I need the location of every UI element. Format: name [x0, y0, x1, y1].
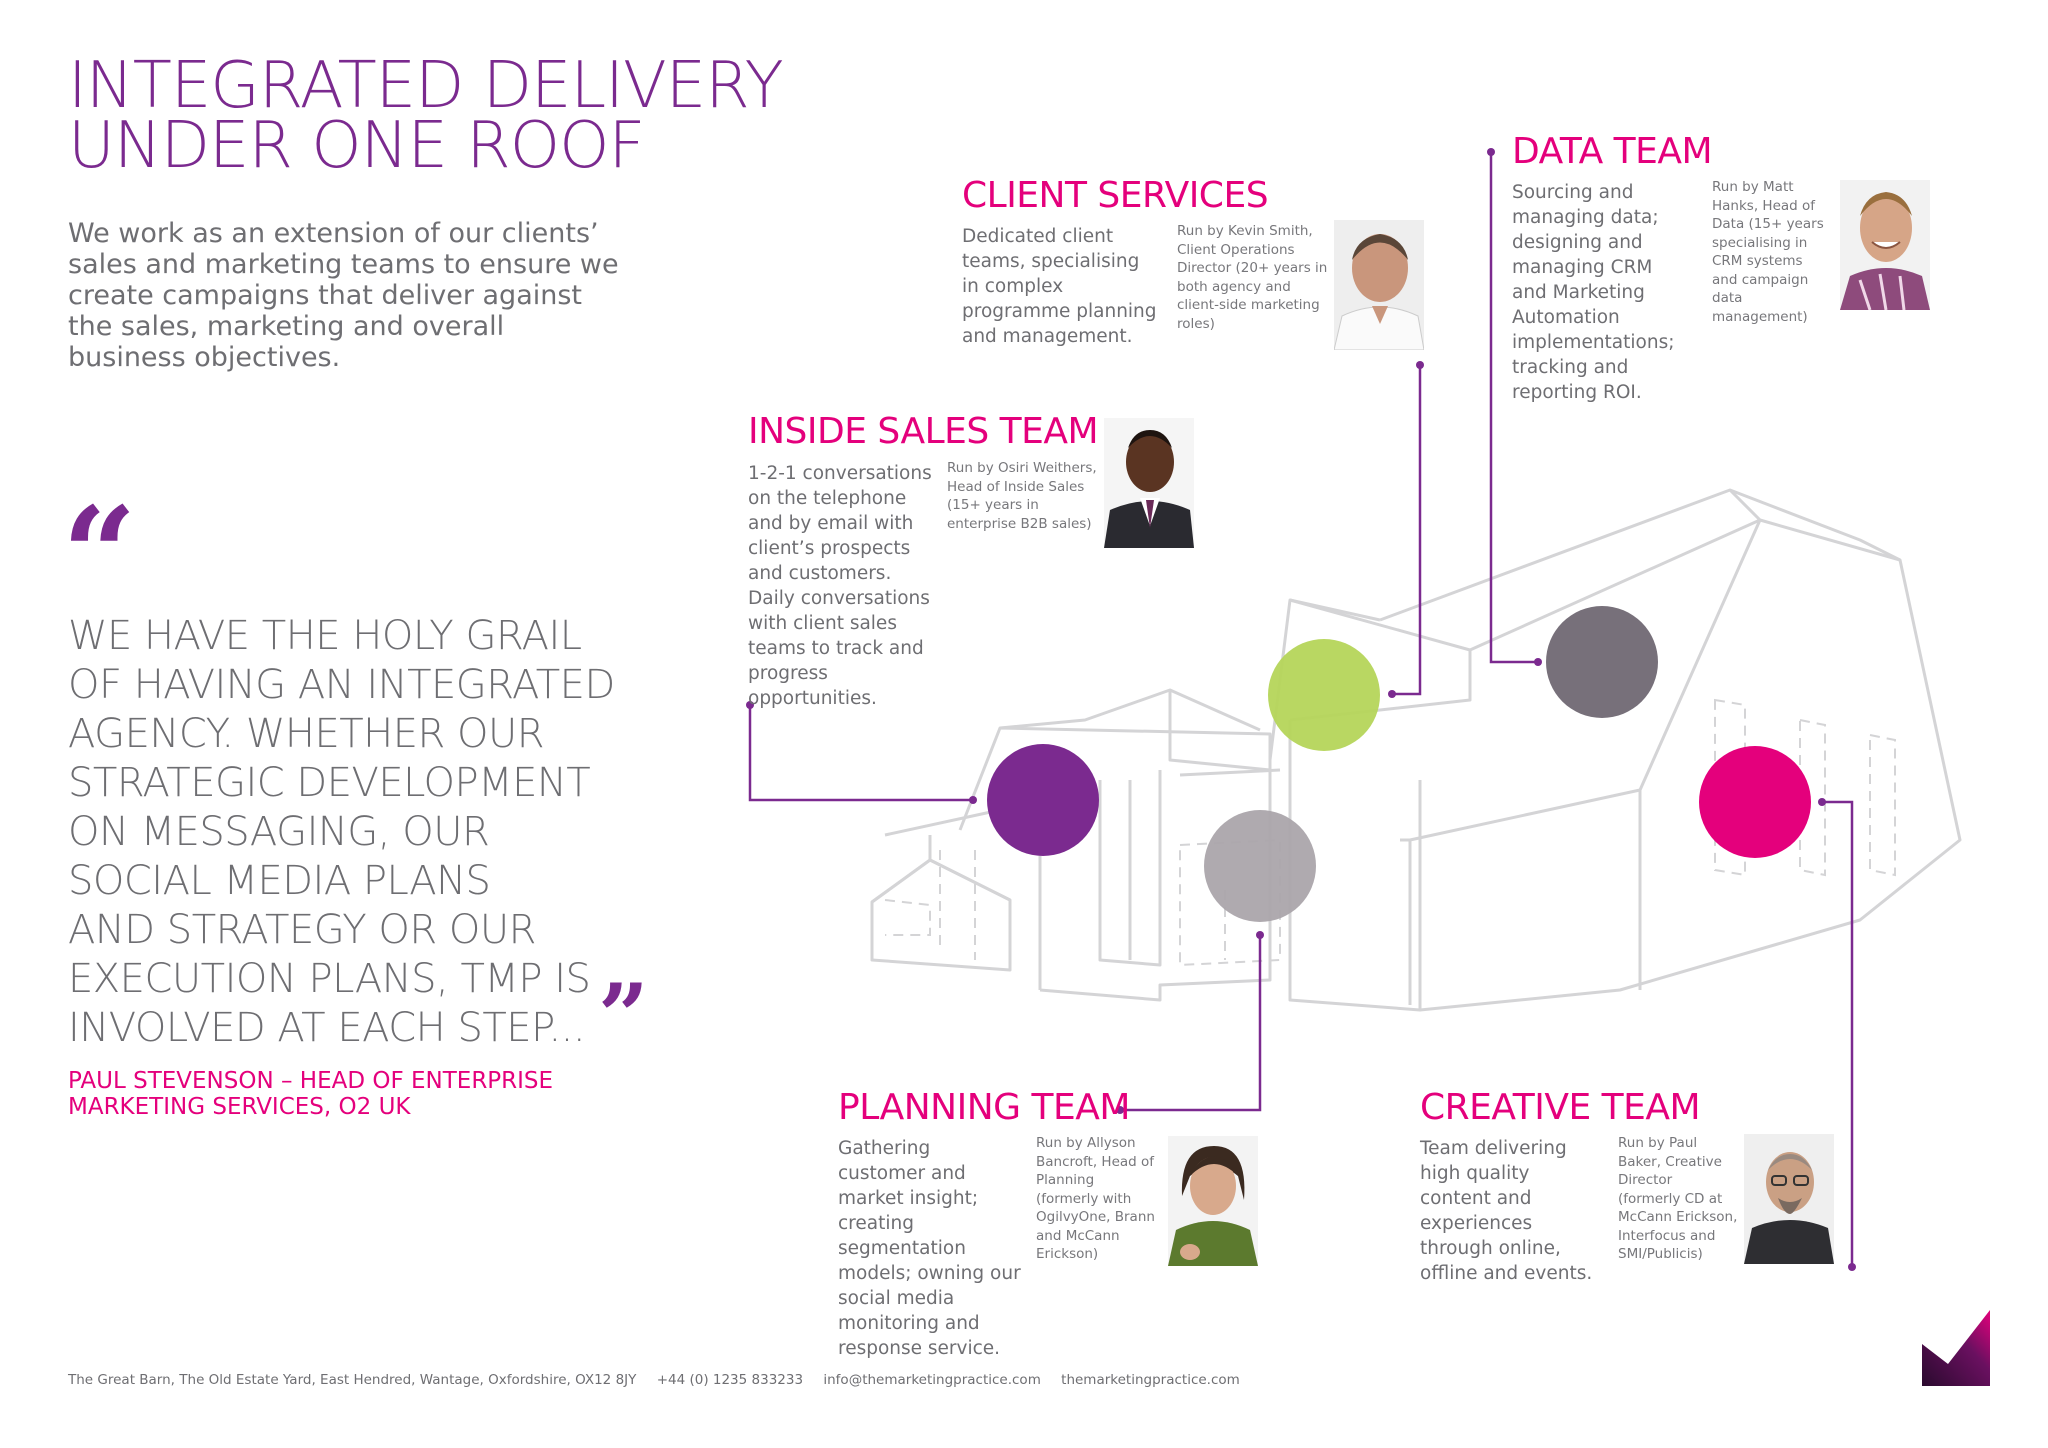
creative-team-circle: [1699, 746, 1811, 858]
open-quote-mark: “: [62, 478, 137, 631]
data-team-circle: [1546, 606, 1658, 718]
quote-line: ON MESSAGING, OUR: [68, 809, 490, 855]
data-team-description: Sourcing and managing data; designing an…: [1512, 182, 1675, 403]
connector-lines: [748, 152, 1854, 1267]
footer-website-link[interactable]: themarketingpractice.com: [1061, 1372, 1240, 1388]
testimonial-quote: WE HAVE THE HOLY GRAIL OF HAVING AN INTE…: [68, 612, 628, 1053]
quote-attribution: PAUL STEVENSON – HEAD OF ENTERPRISE MARK…: [68, 1068, 588, 1120]
quote-line: EXECUTION PLANS, TMP IS: [68, 956, 591, 1002]
house-dashed-details: [884, 698, 1896, 967]
house-outline: [870, 488, 1962, 1012]
planning-team-circle: [1204, 810, 1316, 922]
data-team-title: DATA TEAM: [1512, 131, 1713, 172]
page-title-line-1: INTEGRATED DELIVERY: [68, 49, 784, 123]
matt-hanks-photo: [1840, 180, 1930, 310]
intro-paragraph: We work as an extension of our clients’ …: [68, 218, 619, 373]
kevin-smith-photo: [1334, 220, 1424, 350]
person-portrait-icon: [1168, 1136, 1258, 1266]
planning-team-run-by: Run by Allyson Bancroft, Head of Plannin…: [1036, 1135, 1155, 1262]
attribution-line: PAUL STEVENSON – HEAD OF ENTERPRISE: [68, 1068, 554, 1094]
inside-sales-run-by: Run by Osiri Weithers, Head of Inside Sa…: [947, 460, 1097, 532]
quote-line: OF HAVING AN INTEGRATED: [68, 662, 615, 708]
person-portrait-icon: [1334, 220, 1424, 350]
quote-line: INVOLVED AT EACH STEP...: [68, 1005, 586, 1051]
page-title-line-2: UNDER ONE ROOF: [68, 109, 645, 183]
osiri-weithers-photo: [1104, 418, 1194, 548]
quote-line: AND STRATEGY OR OUR: [68, 907, 536, 953]
inside-sales-title: INSIDE SALES TEAM: [748, 411, 1099, 452]
person-portrait-icon: [1744, 1134, 1834, 1264]
client-services-run-by: Run by Kevin Smith, Client Operations Di…: [1177, 223, 1328, 332]
page-title: INTEGRATED DELIVERY UNDER ONE ROOF: [68, 49, 828, 183]
quote-line: STRATEGIC DEVELOPMENT: [68, 760, 591, 806]
planning-team-title: PLANNING TEAM: [838, 1087, 1130, 1128]
attribution-line: MARKETING SERVICES, O2 UK: [68, 1094, 411, 1120]
footer-email-link[interactable]: info@themarketingpractice.com: [823, 1372, 1041, 1388]
quote-line: SOCIAL MEDIA PLANS: [68, 858, 491, 904]
planning-team-description: Gathering customer and market insight; c…: [838, 1138, 1021, 1359]
creative-team-description: Team delivering high quality content and…: [1420, 1138, 1593, 1284]
data-team-run-by: Run by Matt Hanks, Head of Data (15+ yea…: [1712, 179, 1824, 325]
footer-phone: +44 (0) 1235 833233: [656, 1372, 804, 1388]
quote-line: AGENCY. WHETHER OUR: [68, 711, 545, 757]
close-quote-mark: ”: [598, 964, 649, 1068]
client-services-title: CLIENT SERVICES: [962, 175, 1269, 216]
quote-line: WE HAVE THE HOLY GRAIL: [68, 613, 582, 659]
connector-dots: [746, 148, 1856, 1271]
footer-contact-bar: The Great Barn, The Old Estate Yard, Eas…: [68, 1372, 1256, 1388]
inside-sales-description: 1-2-1 conversations on the telephone and…: [748, 463, 932, 709]
person-portrait-icon: [1840, 180, 1930, 310]
client-services-circle: [1268, 639, 1380, 751]
footer-address: The Great Barn, The Old Estate Yard, Eas…: [68, 1372, 637, 1388]
company-logo: [1922, 1310, 1990, 1386]
creative-team-run-by: Run by Paul Baker, Creative Director (fo…: [1618, 1135, 1738, 1262]
paul-baker-photo: [1744, 1134, 1834, 1264]
person-portrait-icon: [1104, 418, 1194, 548]
logo-mark-icon: [1922, 1310, 1990, 1386]
creative-team-title: CREATIVE TEAM: [1420, 1087, 1701, 1128]
inside-sales-circle: [987, 744, 1099, 856]
allyson-bancroft-photo: [1168, 1136, 1258, 1266]
client-services-description: Dedicated client teams, specialising in …: [962, 226, 1157, 347]
